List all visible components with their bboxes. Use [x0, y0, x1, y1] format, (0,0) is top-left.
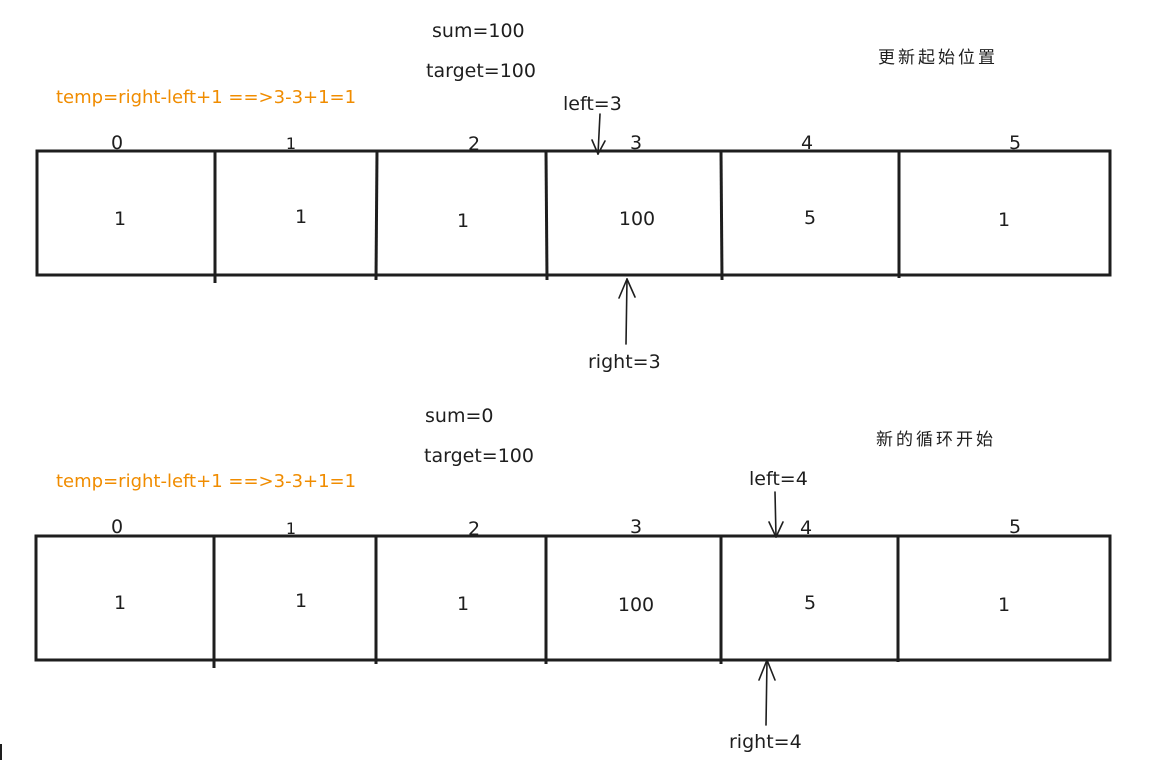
cell-value: 100	[619, 208, 655, 230]
index-label: 3	[630, 516, 642, 538]
right-pointer-arrow	[618, 278, 636, 345]
left-pointer-arrow	[591, 113, 606, 155]
temp-formula: temp=right-left+1 ==>3-3+1=1	[56, 87, 356, 108]
panel-1: sum=100 target=100 更新起始位置 temp=right-lef…	[35, 20, 1112, 373]
index-label: 0	[111, 132, 123, 154]
cell-value: 1	[295, 206, 307, 228]
cell-value: 5	[804, 207, 816, 229]
sum-label: sum=100	[432, 20, 525, 42]
index-label: 4	[800, 517, 812, 539]
left-pointer-label: left=4	[749, 468, 808, 490]
target-label: target=100	[424, 445, 534, 467]
index-label: 2	[468, 518, 480, 540]
array-outline	[34, 534, 1112, 662]
index-label: 5	[1009, 516, 1021, 538]
index-label: 4	[801, 132, 813, 154]
sum-label: sum=0	[425, 405, 493, 427]
cell-divider	[719, 150, 724, 281]
array-row: 0 1 2 3 4 5 1 1 1 100 5 1	[35, 132, 1112, 283]
temp-formula: temp=right-left+1 ==>3-3+1=1	[56, 471, 356, 492]
index-label: 5	[1009, 132, 1021, 154]
panel-2: sum=0 target=100 新的循环开始 temp=right-left+…	[34, 405, 1112, 753]
index-label: 2	[468, 133, 480, 155]
cell-value: 1	[114, 592, 126, 614]
index-label: 1	[286, 519, 296, 538]
cell-value: 1	[457, 210, 469, 232]
index-label: 3	[630, 132, 642, 154]
right-pointer-label: right=3	[588, 351, 661, 373]
cell-value: 1	[114, 208, 126, 230]
left-pointer-label: left=3	[563, 93, 622, 115]
right-pointer-arrow	[758, 659, 776, 726]
target-label: target=100	[426, 60, 536, 82]
cell-value: 5	[804, 592, 816, 614]
index-label: 1	[286, 134, 296, 153]
cell-value: 1	[295, 590, 307, 612]
left-pointer-arrow	[768, 491, 784, 538]
cell-divider	[374, 150, 379, 281]
array-row: 0 1 2 3 4 5 1 1 1 100 5 1	[34, 516, 1112, 668]
index-label: 0	[111, 516, 123, 538]
right-pointer-label: right=4	[729, 731, 802, 753]
cell-value: 1	[998, 209, 1010, 231]
cell-value: 1	[457, 593, 469, 615]
array-outline	[35, 149, 1112, 277]
cell-value: 100	[618, 594, 654, 616]
cell-value: 1	[998, 594, 1010, 616]
panel-note: 更新起始位置	[878, 48, 998, 68]
panel-note: 新的循环开始	[876, 430, 996, 450]
cell-divider	[544, 150, 549, 281]
